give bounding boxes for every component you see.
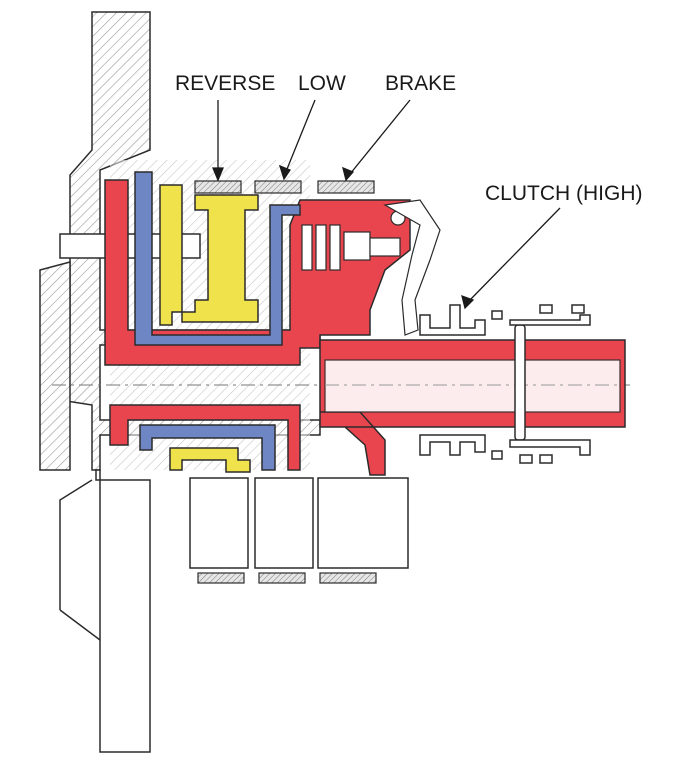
low-drum — [254, 477, 314, 569]
clutch-pack — [301, 199, 441, 336]
reverse-band-lining — [194, 180, 242, 194]
low-band-lining — [254, 180, 302, 194]
label-reverse: REVERSE — [175, 72, 275, 95]
blue-disc-lower — [139, 424, 276, 471]
output-shaft-bore — [324, 359, 621, 413]
upper-band-linings — [194, 180, 375, 194]
brake-drum — [317, 477, 409, 569]
clutch-high-parts — [419, 304, 591, 464]
leader-arrows — [212, 99, 561, 310]
outer-edge-lower — [59, 609, 101, 641]
yellow-carrier-lower — [169, 447, 251, 473]
release-lever — [383, 199, 441, 336]
blue-disc-upper — [134, 171, 301, 346]
yellow-component — [159, 184, 259, 473]
yellow-carrier-upper — [159, 184, 259, 326]
reverse-drum — [189, 477, 249, 569]
label-clutch-high: CLUTCH (HIGH) — [485, 182, 643, 205]
lower-band-linings — [197, 572, 377, 584]
flywheel-face — [39, 261, 71, 471]
shaft-collar — [514, 324, 526, 441]
label-brake: BRAKE — [385, 72, 456, 95]
flywheel-lower — [95, 469, 151, 753]
red-disc-lower — [109, 404, 301, 471]
blue-component — [134, 171, 301, 471]
outer-edge — [59, 479, 93, 610]
brake-band-lining — [317, 180, 375, 194]
label-low: LOW — [298, 72, 346, 95]
lower-drums — [189, 477, 409, 569]
